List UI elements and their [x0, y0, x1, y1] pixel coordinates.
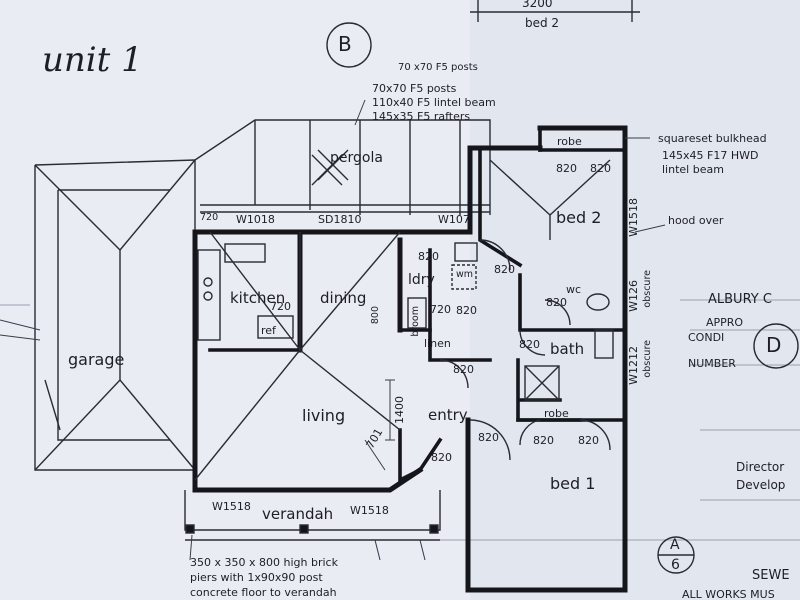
room-robe-bottom: robe [544, 407, 569, 420]
room-entry: entry [428, 406, 468, 424]
sheet-all-works: ALL WORKS MUS [682, 588, 775, 600]
room-bath: bath [550, 340, 585, 358]
room-ldry: ldry [408, 272, 435, 288]
grid-marker-d: D [766, 333, 782, 357]
room-verandah: verandah [262, 505, 334, 523]
window-obscure-2: obscure [642, 340, 653, 378]
sheet-approved: APPRO [706, 316, 744, 329]
fixtures [407, 242, 614, 401]
underlying-sheet-lines [0, 299, 800, 541]
door-width-label: 820 [431, 451, 452, 464]
sheet-sewer: SEWE [752, 568, 790, 583]
note-bulkhead: squareset bulkhead [658, 132, 767, 145]
note-hood: hood over [668, 214, 724, 227]
room-living: living [302, 406, 346, 425]
door-width-label: 820 [418, 250, 439, 263]
room-bed2: bed 2 [556, 208, 602, 227]
room-wc: wc [566, 283, 582, 296]
door-width-label: 720 [270, 300, 291, 313]
grid-marker-b-circle [326, 22, 372, 68]
room-garage: garage [68, 350, 125, 369]
window-obscure-1: obscure [642, 270, 653, 308]
room-broom: broom [410, 306, 421, 337]
top-dimension-line [470, 0, 640, 22]
note-lintel: 110x40 F5 lintel beam [372, 96, 496, 109]
window-w1212: W1212 [627, 346, 640, 385]
pergola-frame [194, 119, 491, 215]
room-linen: linen [424, 337, 451, 350]
top-dimension-value: 3200 [522, 0, 553, 10]
door-width-label: 720 [430, 303, 451, 316]
note-hwd: 145x45 F17 HWD [662, 149, 759, 162]
window-w107: W107 [438, 213, 470, 226]
note-leaders [0, 99, 666, 561]
note-piers-3: concrete floor to verandah [190, 586, 337, 599]
sheet-number: NUMBER [688, 357, 736, 370]
sheet-cond: CONDI [688, 331, 725, 344]
note-piers-2: piers with 1x90x90 post [190, 571, 323, 584]
sheet-director: Director [736, 460, 785, 474]
dimension-800: 800 [370, 306, 381, 325]
door-width-label: 820 [578, 434, 599, 447]
window-w1518-left: W1518 [212, 500, 251, 513]
note-lintel-beam: lintel beam [662, 163, 724, 176]
sheet-develop: Develop [736, 478, 786, 492]
door-swings [439, 239, 611, 461]
interior-dimension-lines [364, 379, 395, 471]
room-ref: ref [261, 324, 276, 337]
ghost-note: 70 x70 F5 posts [398, 62, 478, 73]
handwritten-title: unit 1 [42, 40, 143, 80]
door-width-label: 820 [590, 162, 611, 175]
door-width-label: 820 [556, 162, 577, 175]
door-width-label: 820 [533, 434, 554, 447]
verandah-outline [184, 490, 441, 541]
door-width-label: 820 [519, 338, 540, 351]
door-width-label: 820 [546, 296, 567, 309]
top-dimension-room: bed 2 [525, 16, 560, 30]
window-w1518-bed2: W1518 [627, 198, 640, 237]
grid-marker-6: 6 [671, 557, 680, 573]
window-sd1810: SD1810 [318, 213, 362, 226]
door-width-label: 820 [453, 363, 474, 376]
door-width-label: 820 [456, 304, 477, 317]
door-width-label: 820 [478, 431, 499, 444]
grid-marker-d-circle [753, 323, 799, 369]
window-w1018: W1018 [236, 213, 275, 226]
grid-marker-b: B [338, 32, 352, 56]
sheet-albury: ALBURY C [708, 292, 772, 307]
room-kitchen: kitchen [230, 289, 286, 307]
door-width-label: 820 [494, 263, 515, 276]
room-pergola: pergola [330, 150, 383, 166]
note-posts: 70x70 F5 posts [372, 82, 457, 95]
window-w126: W126 [627, 280, 640, 312]
grid-marker-a: A [670, 537, 680, 553]
note-rafters: 145x35 F5 rafters [372, 110, 471, 123]
room-dining: dining [320, 289, 367, 307]
dimension-1400: 1400 [393, 396, 406, 424]
bed2-roof-lines [489, 159, 611, 240]
room-robe-top: robe [557, 135, 582, 148]
window-w1518-right: W1518 [350, 504, 389, 517]
note-piers-1: 350 x 350 x 800 high brick [190, 556, 338, 569]
room-bed1: bed 1 [550, 474, 596, 493]
kitchen-bench [197, 243, 294, 341]
window-d720: 720 [200, 212, 219, 223]
room-wm: wm [456, 269, 474, 280]
